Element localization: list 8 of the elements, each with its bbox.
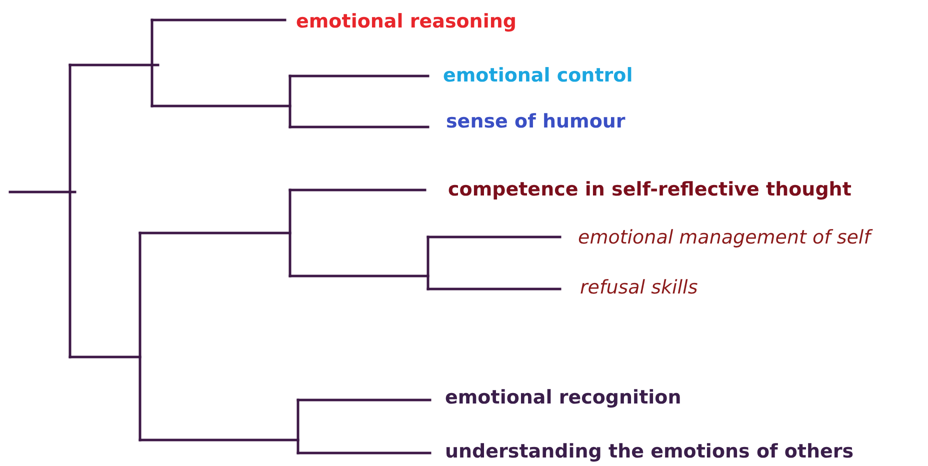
leaf-label: competence in self-reflective thought xyxy=(448,180,852,200)
leaf-label: emotional management of self xyxy=(578,228,870,248)
leaf-label: sense of humour xyxy=(446,112,626,132)
leaf-label: emotional reasoning xyxy=(296,12,516,32)
leaf-label: refusal skills xyxy=(580,278,698,298)
leaf-label: emotional recognition xyxy=(445,388,682,408)
leaf-label: emotional control xyxy=(443,66,633,86)
leaf-label: understanding the emotions of others xyxy=(445,442,854,462)
